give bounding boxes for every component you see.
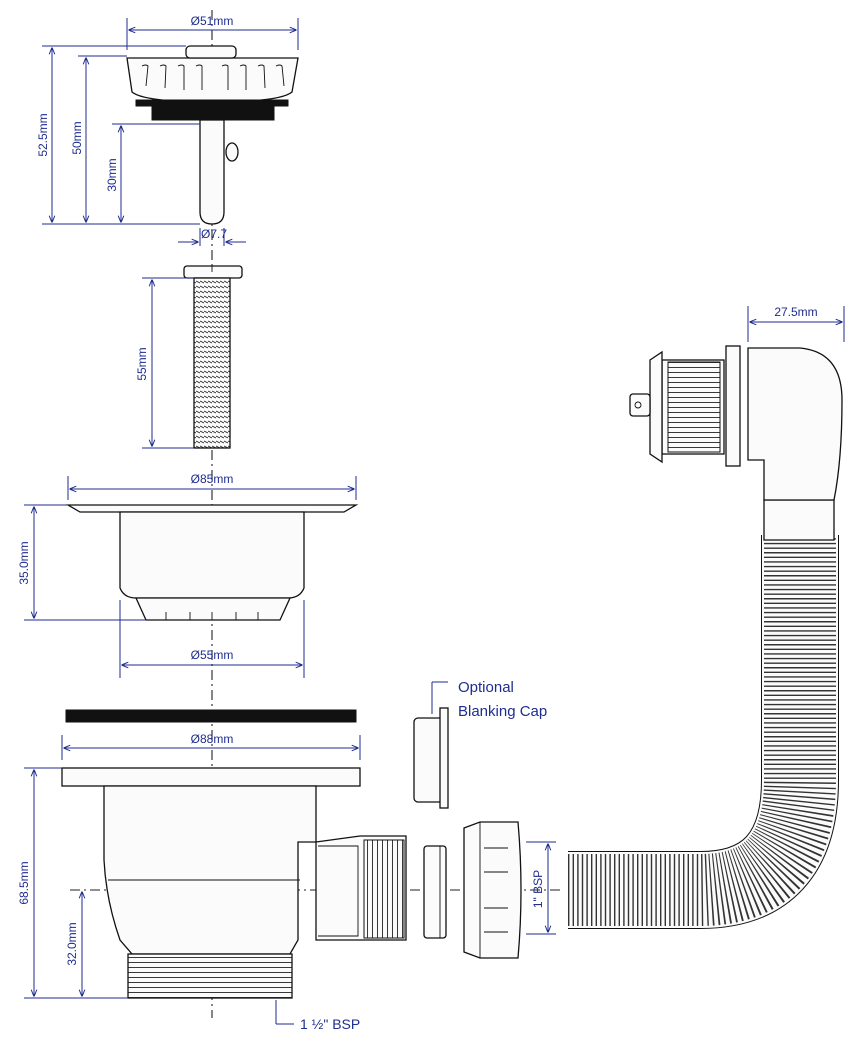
waste-body bbox=[61, 767, 407, 999]
strainer-diameter-label: Ø51mm bbox=[191, 14, 234, 28]
olive-washer bbox=[423, 845, 447, 939]
strainer-basket bbox=[126, 45, 299, 225]
bolt-length-label: 55mm bbox=[135, 347, 149, 380]
sink-bowl bbox=[65, 504, 359, 621]
hose-thread-dimension: 1" BSP bbox=[526, 841, 556, 935]
washer-dimensions: Ø88mm bbox=[61, 732, 361, 760]
coupling-nut bbox=[463, 821, 522, 959]
bowl-flange-diameter-label: Ø85mm bbox=[191, 472, 234, 486]
bolt-dimensions: 55mm bbox=[135, 277, 194, 449]
flexible-hose bbox=[568, 535, 839, 929]
outlet-height-label: 32.0mm bbox=[65, 922, 79, 965]
overflow-dimensions: 27.5mm bbox=[747, 305, 845, 342]
blanking-cap bbox=[413, 707, 449, 809]
strainer-dimensions: Ø51mm 52.5mm 50mm 30mm Ø7.7 bbox=[36, 14, 299, 246]
overflow-fitting bbox=[629, 345, 843, 541]
optional-cap-label-1: Optional bbox=[458, 679, 514, 696]
blanking-cap-callout: Optional Blanking Cap bbox=[431, 679, 547, 720]
overflow-width-label: 27.5mm bbox=[774, 305, 817, 319]
bowl-depth-label: 35.0mm bbox=[17, 541, 31, 584]
washer-diameter-label: Ø88mm bbox=[191, 732, 234, 746]
strainer-height-label: 50mm bbox=[70, 121, 84, 154]
sealing-washer bbox=[65, 709, 357, 723]
stem-diameter-label: Ø7.7 bbox=[201, 227, 227, 241]
body-dimensions: 68.5mm 32.0mm 1 ½" BSP bbox=[17, 767, 360, 1032]
bowl-dimensions: Ø85mm 35.0mm Ø55mm bbox=[17, 472, 357, 678]
optional-cap-label-2: Blanking Cap bbox=[458, 703, 547, 720]
bowl-bottom-diameter-label: Ø55mm bbox=[191, 648, 234, 662]
body-thread-label: 1 ½" BSP bbox=[300, 1016, 360, 1032]
bolt bbox=[183, 265, 243, 449]
body-height-label: 68.5mm bbox=[17, 861, 31, 904]
strainer-total-height-label: 52.5mm bbox=[36, 113, 50, 156]
hose-thread-label: 1" BSP bbox=[531, 870, 545, 908]
stem-length-label: 30mm bbox=[105, 158, 119, 191]
